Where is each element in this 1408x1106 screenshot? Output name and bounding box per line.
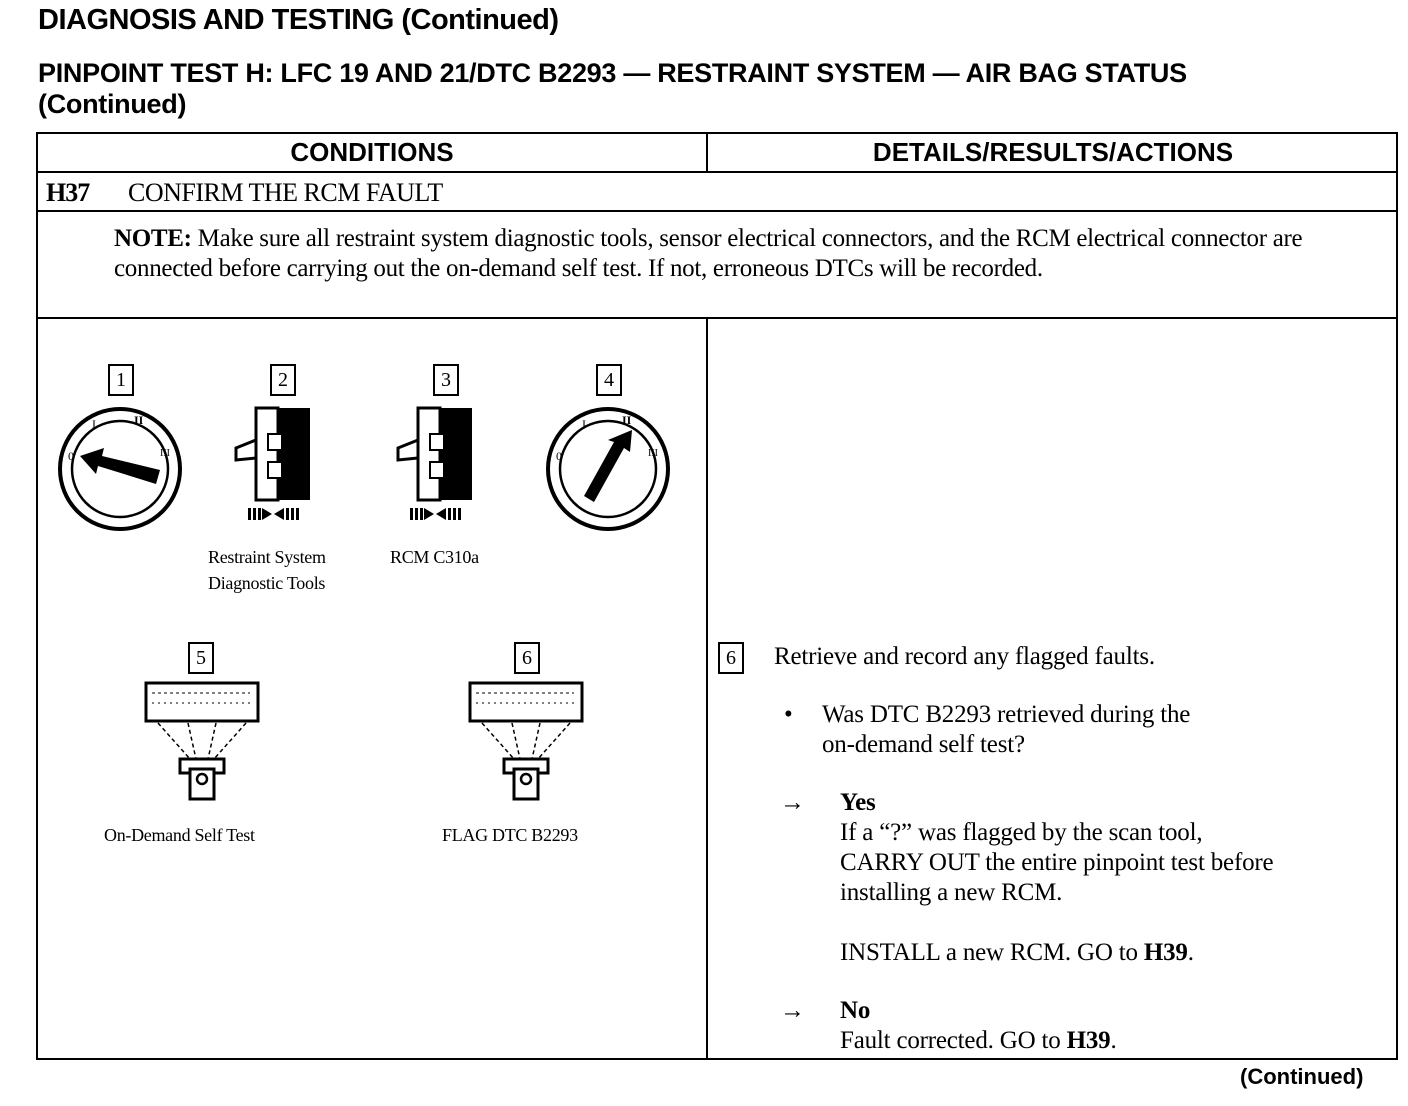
step-id: H37: [46, 178, 90, 207]
svg-text:III: III: [160, 448, 170, 459]
table-rule: [38, 210, 1396, 212]
yes-text-line: installing a new RCM.: [840, 879, 1063, 906]
svg-text:0: 0: [556, 449, 562, 463]
column-divider: [706, 134, 708, 171]
figure-caption: RCM C310a: [390, 547, 479, 567]
figure-number: 6: [514, 642, 540, 674]
figure-caption: FLAG DTC B2293: [442, 825, 578, 845]
table-rule: [38, 317, 1396, 319]
note-text: Make sure all restraint system diagnosti…: [114, 225, 1303, 282]
question-line: on-demand self test?: [822, 731, 1025, 758]
step-reference: H39: [1066, 1027, 1111, 1054]
yes-result: Yes If a “?” was flagged by the scan too…: [840, 788, 1274, 968]
yes-label: Yes: [840, 789, 876, 816]
instruction: Retrieve and record any flagged faults.: [774, 643, 1155, 670]
bullet: •: [784, 701, 793, 728]
yes-action-suffix: .: [1187, 939, 1194, 966]
pinpoint-test-title-line2: (Continued): [38, 89, 187, 119]
yes-text-line: CARRY OUT the entire pinpoint test befor…: [840, 849, 1274, 876]
page-title: DIAGNOSIS AND TESTING (Continued): [38, 4, 559, 36]
svg-text:II: II: [134, 413, 144, 427]
arrow-icon: →: [780, 997, 805, 1024]
step-title: CONFIRM THE RCM FAULT: [128, 178, 443, 207]
svg-text:0: 0: [68, 449, 74, 463]
column-divider: [706, 319, 708, 1058]
no-action-text: Fault corrected. GO to: [840, 1027, 1067, 1054]
yes-action: INSTALL a new RCM. GO to H39.: [840, 938, 1273, 968]
connector-icon: [234, 406, 310, 520]
pinpoint-test-title-line1: PINPOINT TEST H: LFC 19 AND 21/DTC B2293…: [38, 58, 1187, 88]
svg-text:III: III: [648, 448, 658, 459]
ignition-switch-off-icon: 0 I II III: [58, 407, 182, 531]
figure-caption: Restraint System Diagnostic Tools: [208, 544, 326, 596]
svg-text:I: I: [92, 417, 96, 431]
no-result: No Fault corrected. GO to H39.: [840, 996, 1117, 1056]
column-header-conditions: CONDITIONS: [290, 137, 454, 167]
pinpoint-test-title: PINPOINT TEST H: LFC 19 AND 21/DTC B2293…: [38, 58, 1398, 120]
note-label: NOTE:: [114, 225, 192, 252]
figure-number: 3: [433, 364, 459, 396]
no-action-suffix: .: [1110, 1027, 1117, 1054]
rcm-connector-icon: [396, 406, 472, 520]
question-line: Was DTC B2293 retrieved during the: [822, 701, 1191, 728]
step-number: 6: [718, 642, 744, 674]
figure-caption: On-Demand Self Test: [104, 825, 255, 845]
svg-text:I: I: [582, 417, 586, 431]
note: NOTE: Make sure all restraint system dia…: [114, 224, 1404, 284]
svg-text:II: II: [622, 413, 632, 427]
step-reference: H39: [1143, 939, 1188, 966]
continued-label: (Continued): [1240, 1064, 1364, 1089]
ignition-switch-run-icon: 0 I II III: [546, 407, 670, 531]
yes-action-text: INSTALL a new RCM. GO to: [840, 939, 1144, 966]
figure-number: 4: [596, 364, 622, 396]
figure-number: 2: [270, 364, 296, 396]
figure-caption-line: Restraint System: [208, 547, 326, 567]
arrow-icon: →: [780, 789, 805, 816]
figure-caption-line: Diagnostic Tools: [208, 573, 326, 593]
column-header-details: DETAILS/RESULTS/ACTIONS: [872, 137, 1234, 167]
question: Was DTC B2293 retrieved during the on-de…: [822, 700, 1190, 760]
figure-number: 1: [108, 364, 134, 396]
no-action: Fault corrected. GO to H39.: [840, 1026, 1117, 1056]
figure-number: 5: [188, 642, 214, 674]
table-rule: [38, 171, 1396, 173]
scan-tool-icon: [144, 681, 260, 801]
yes-text-line: If a “?” was flagged by the scan tool,: [840, 819, 1203, 846]
pinpoint-test-table: CONDITIONS DETAILS/RESULTS/ACTIONS H37 C…: [36, 132, 1398, 1060]
scan-tool-icon: [468, 681, 584, 801]
no-label: No: [840, 997, 871, 1024]
